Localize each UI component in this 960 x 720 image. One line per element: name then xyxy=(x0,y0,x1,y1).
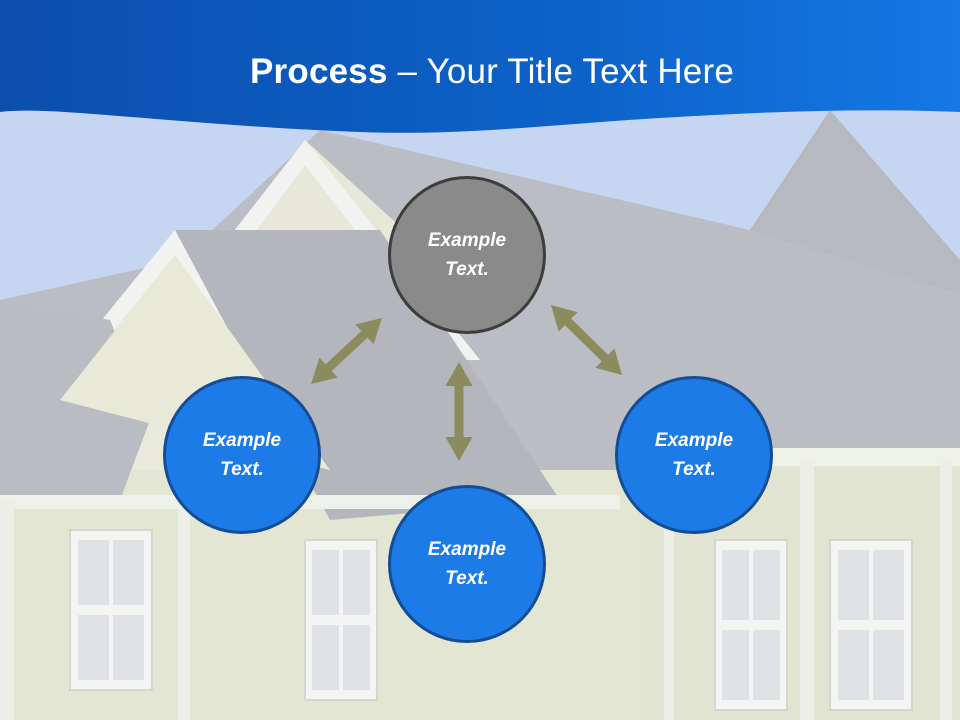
node-label: Example Text. xyxy=(427,539,507,589)
process-node-left[interactable]: Example Text. xyxy=(163,376,321,534)
title-bold: Process xyxy=(250,52,388,91)
node-label: Example Text. xyxy=(202,430,282,480)
node-label: Example Text. xyxy=(654,430,734,480)
node-label: Example Text. xyxy=(427,230,507,280)
slide-title: Process – Your Title Text Here xyxy=(0,52,960,92)
process-node-top[interactable]: Example Text. xyxy=(388,176,546,334)
process-node-bottom[interactable]: Example Text. xyxy=(388,485,546,643)
title-rest: – Your Title Text Here xyxy=(387,52,734,91)
process-node-right[interactable]: Example Text. xyxy=(615,376,773,534)
